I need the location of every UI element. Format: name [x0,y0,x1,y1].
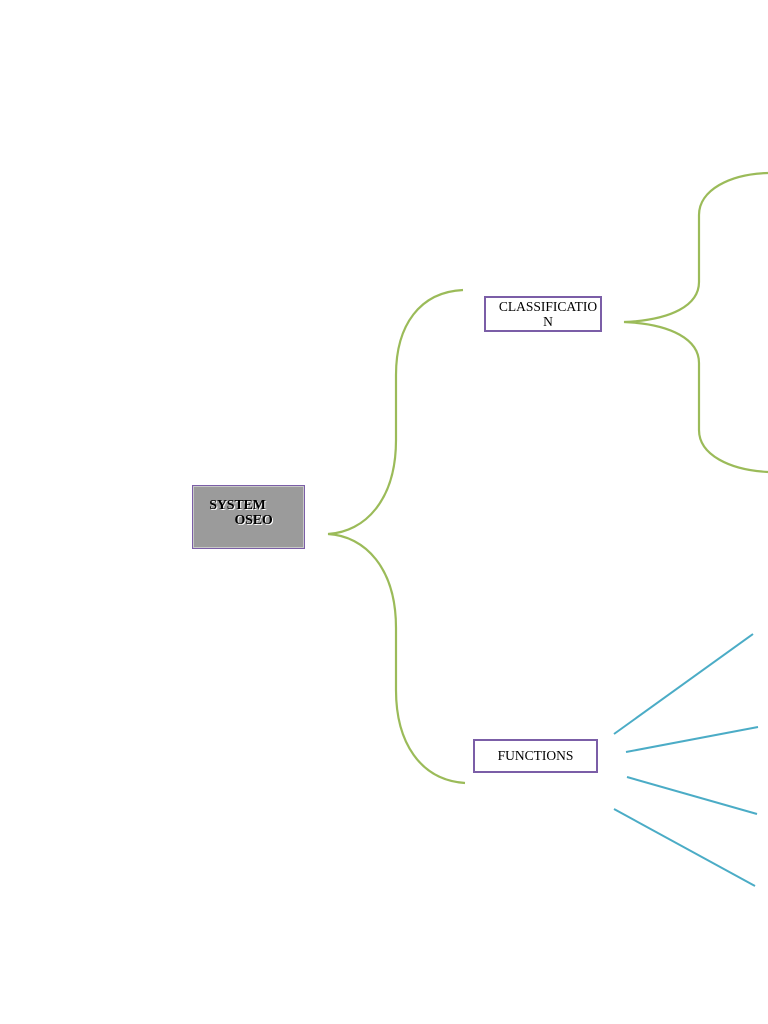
main-brace [327,288,466,785]
root-label-line2: OSEO [234,513,273,528]
root-node-system-oseo: SYSTEM OSEO [192,485,305,549]
functions-node: FUNCTIONS [473,739,598,773]
functions-connector-4 [613,808,756,887]
functions-connector-1 [613,633,754,735]
functions-connector-2 [625,726,759,753]
root-label-line1: SYSTEM [209,498,266,513]
classification-label: CLASSIFICATION [498,299,598,329]
classification-brace [623,171,768,474]
functions-connector-3 [626,776,758,815]
classification-node: CLASSIFICATION [484,296,602,332]
functions-label: FUNCTIONS [497,748,574,763]
